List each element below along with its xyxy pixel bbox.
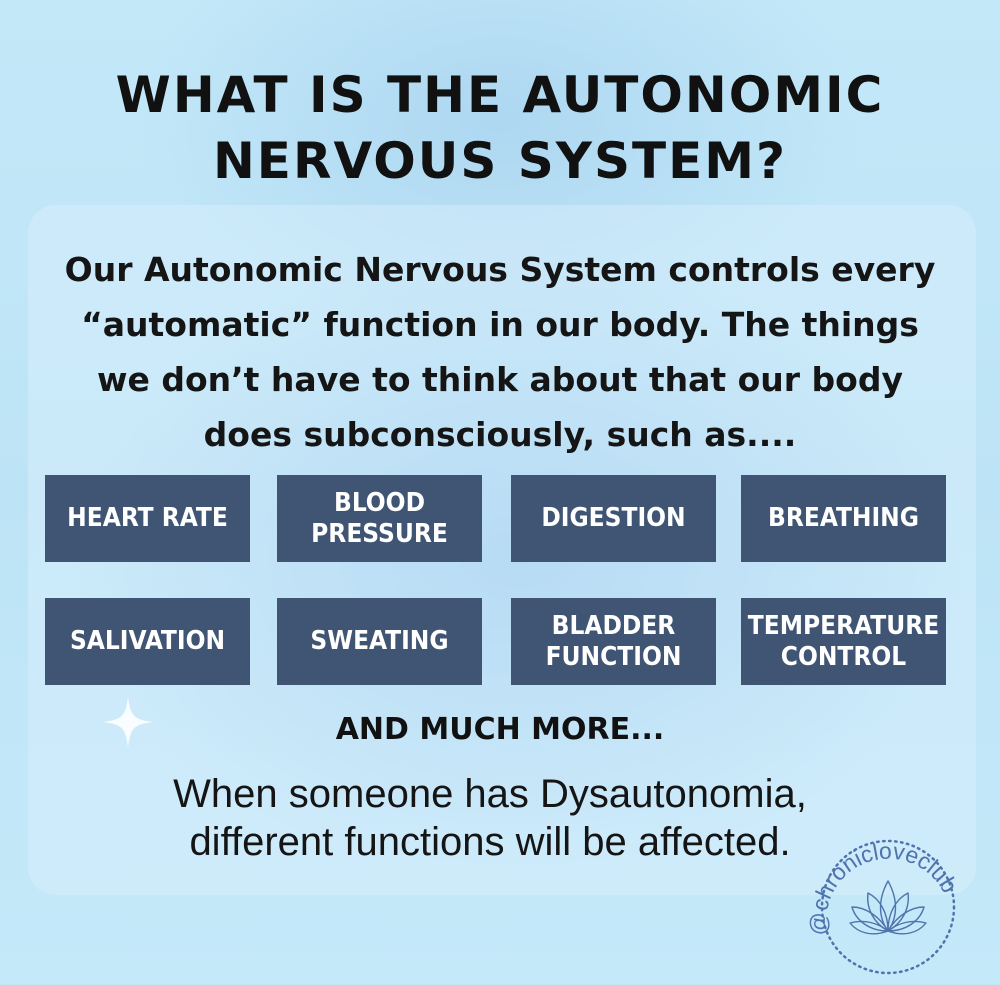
function-tile-heart-rate: HEART RATE — [45, 475, 250, 562]
tile-label-line-2: CONTROL — [780, 641, 907, 672]
function-tile-temperature-control: TEMPERATURE CONTROL — [741, 598, 946, 685]
function-tile-sweating: SWEATING — [277, 598, 482, 685]
sparkle-icon — [102, 696, 154, 748]
tile-label-line-1: BREATHING — [768, 503, 919, 533]
tile-label-line-1: HEART RATE — [67, 503, 228, 533]
tile-label-line-1: SWEATING — [310, 626, 449, 656]
intro-paragraph: Our Autonomic Nervous System controls ev… — [60, 242, 940, 462]
tile-label-line-1: SALIVATION — [69, 626, 226, 656]
closing-line-1: When someone has Dysautonomia, — [173, 772, 807, 816]
tile-label-line-1: TEMPERATURE — [747, 610, 940, 641]
page-title: WHAT IS THE AUTONOMIC NERVOUS SYSTEM? — [0, 62, 1000, 194]
title-line-1: WHAT IS THE AUTONOMIC — [115, 66, 885, 124]
function-tile-salivation: SALIVATION — [45, 598, 250, 685]
tile-label-line-1: BLOOD — [334, 487, 425, 518]
function-tile-bladder-function: BLADDER FUNCTION — [511, 598, 716, 685]
intro-line-2: “automatic” function in our body. The th… — [81, 305, 919, 344]
tile-label-line-2: PRESSURE — [311, 518, 448, 549]
title-line-2: NERVOUS SYSTEM? — [212, 132, 788, 190]
intro-line-4: does subconsciously, such as.... — [203, 415, 797, 454]
function-tile-breathing: BREATHING — [741, 475, 946, 562]
and-much-more: AND MUCH MORE... — [335, 712, 665, 747]
logo-text: @chronicloveclub — [805, 837, 963, 936]
intro-line-3: we don’t have to think about that our bo… — [96, 360, 903, 399]
function-tile-digestion: DIGESTION — [511, 475, 716, 562]
lotus-icon — [849, 880, 927, 935]
closing-line-2: different functions will be affected. — [189, 820, 791, 864]
chronicloveclub-logo: @chronicloveclub — [805, 837, 963, 975]
tile-label-line-1: DIGESTION — [541, 503, 686, 533]
tile-label-line-1: BLADDER — [551, 610, 676, 641]
tile-label-line-2: FUNCTION — [545, 641, 682, 672]
function-tile-blood-pressure: BLOOD PRESSURE — [277, 475, 482, 562]
closing-text: When someone has Dysautonomia, different… — [100, 770, 880, 866]
intro-line-1: Our Autonomic Nervous System controls ev… — [64, 250, 936, 289]
